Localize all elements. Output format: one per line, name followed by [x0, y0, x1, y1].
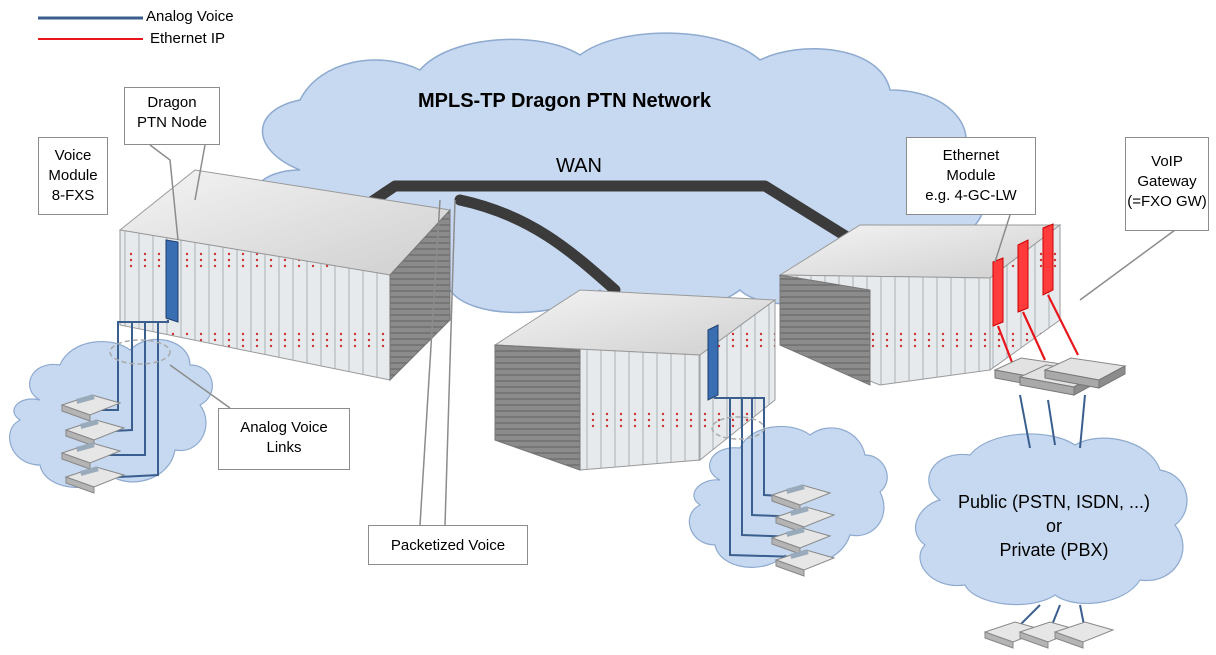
public-line2: or	[1045, 516, 1062, 536]
network-title: MPLS-TP Dragon PTN Network	[418, 90, 711, 112]
dragon-node-right	[778, 223, 1062, 386]
callout-voice-line1: Voice	[54, 147, 92, 164]
telephone-icon-group-center	[770, 484, 836, 577]
callout-analog-line1: Analog Voice	[240, 419, 328, 436]
callout-voip-line1: VoIP	[1151, 153, 1183, 170]
callout-voice-line2: Module	[48, 167, 98, 184]
callout-packetized-voice: Packetized Voice	[368, 525, 528, 565]
legend-analog-voice-label: Analog Voice	[146, 8, 234, 25]
callout-dragon-ptn-node: Dragon PTN Node	[124, 87, 220, 145]
callout-ethernet-line2: Module	[946, 167, 996, 184]
voip-gateways	[993, 357, 1127, 396]
callout-voip-line2: Gateway	[1137, 173, 1197, 190]
gateway-public-links	[1019, 394, 1086, 449]
public-line1: Public (PSTN, ISDN, ...)	[957, 492, 1151, 512]
dragon-node-center	[493, 289, 777, 471]
telephone-icon-group-public	[983, 621, 1115, 649]
callout-ethernet-line3: e.g. 4-GC-LW	[925, 187, 1017, 204]
callout-packetized-text: Packetized Voice	[390, 537, 506, 554]
public-line3: Private (PBX)	[999, 540, 1109, 560]
left-phone-cloud	[9, 338, 213, 488]
public-cloud-label: Public (PSTN, ISDN, ...) or Private (PBX…	[938, 490, 1170, 562]
callout-ethernet-line1: Ethernet	[942, 147, 1000, 164]
analog-link-bundle-center	[711, 416, 765, 440]
callout-voice-line3: 8-FXS	[51, 187, 95, 204]
callout-voice-module: Voice Module 8-FXS	[38, 137, 108, 215]
ethernet-module	[992, 223, 1054, 327]
callout-voip-line3: (=FXO GW)	[1127, 193, 1207, 210]
public-cloud	[914, 433, 1188, 606]
analog-link-bundle-left	[109, 339, 171, 365]
callout-ethernet-module: Ethernet Module e.g. 4-GC-LW	[906, 137, 1036, 215]
callout-pointers	[149, 144, 1176, 526]
callout-analog-line2: Links	[266, 439, 302, 456]
voice-module-8fxs	[165, 239, 179, 323]
callout-dragon-line1: Dragon	[147, 94, 197, 111]
telephone-icon-group-left	[60, 394, 126, 494]
voice-module-center	[707, 324, 719, 401]
wan-label: WAN	[556, 155, 602, 177]
callout-analog-voice-links: Analog Voice Links	[218, 408, 350, 470]
legend-ethernet-ip-label: Ethernet IP	[150, 30, 226, 47]
callout-voip-gateway: VoIP Gateway (=FXO GW)	[1125, 137, 1209, 231]
callout-dragon-line2: PTN Node	[136, 114, 208, 131]
dragon-node-left	[118, 169, 452, 382]
